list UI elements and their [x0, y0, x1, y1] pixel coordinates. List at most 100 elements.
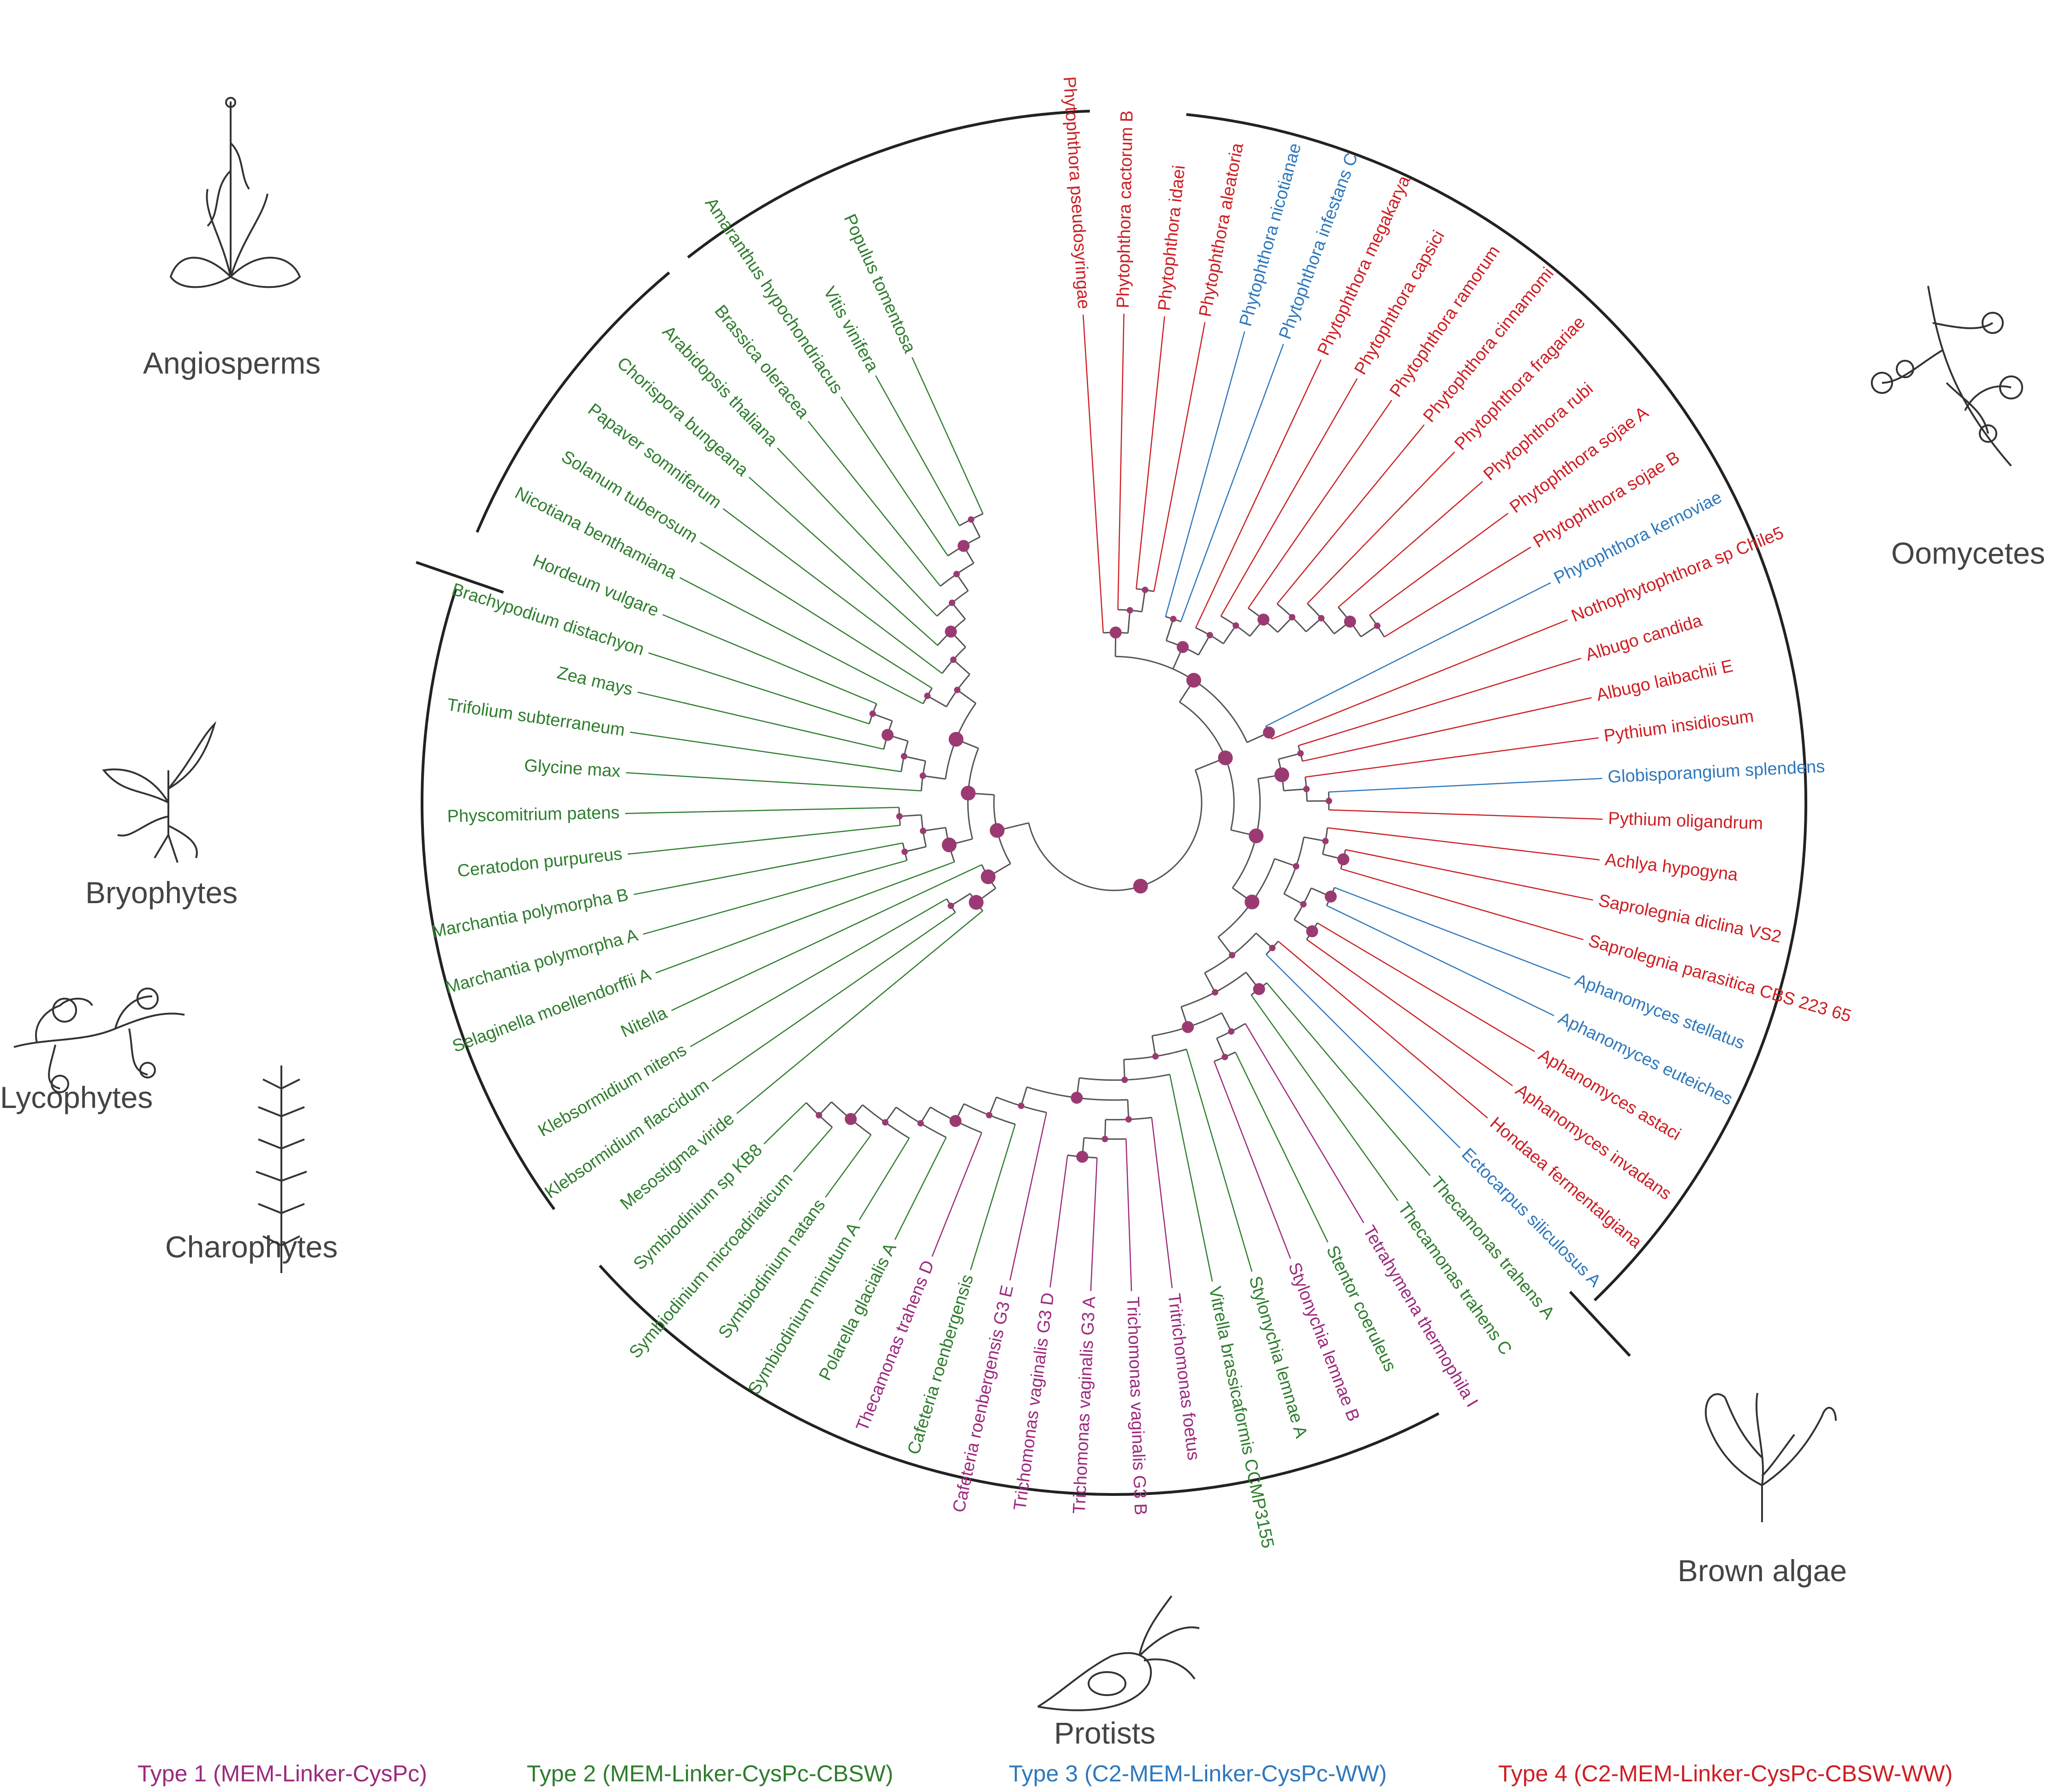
support-node	[816, 1112, 822, 1119]
flagellate-protist-icon	[1037, 1595, 1200, 1711]
leaf-branch	[1328, 809, 1603, 820]
leaf-label: Trichomonas vaginalis G3 A	[1070, 1296, 1099, 1514]
support-node	[1374, 622, 1381, 629]
support-node	[882, 1119, 889, 1126]
leaf-branch	[1136, 316, 1166, 589]
group-label-protists: Protists	[1054, 1716, 1155, 1750]
flowering-plant-icon	[169, 97, 301, 288]
clade-separator	[416, 561, 504, 594]
leaf-label: Phytophthora cactorum B	[1113, 110, 1137, 309]
leaf-branch	[1298, 657, 1582, 746]
support-node	[1177, 641, 1189, 653]
charophyte-alga-icon	[256, 1066, 307, 1273]
leaf-label: Saprolegnia diclina VS2	[1597, 891, 1783, 947]
support-node	[1101, 1136, 1108, 1143]
leaf-label: Tritrichomonas foetus	[1164, 1292, 1203, 1461]
tree-branches	[625, 314, 1603, 1292]
leaf-branch	[1334, 887, 1571, 979]
branch-segment	[1020, 1087, 1028, 1106]
legend-type-4: Type 4 (C2-MEM-Linker-CysPc-CBSW-WW)	[1498, 1761, 1953, 1786]
branch-segment	[1165, 619, 1174, 641]
support-node	[1232, 622, 1239, 629]
leaf-branch	[1384, 547, 1531, 637]
support-node	[941, 837, 957, 852]
leaf-branch	[1278, 941, 1488, 1119]
support-node	[1263, 726, 1275, 738]
leaf-branch	[671, 864, 982, 1011]
support-node	[1121, 1077, 1128, 1084]
branch-segment	[1256, 932, 1273, 949]
leaf-branch	[825, 1134, 872, 1198]
leaf-label: Phytophthora fragariae	[1451, 313, 1589, 454]
leaf-branch	[690, 898, 947, 1048]
leaf-label: Nitella	[618, 1003, 670, 1042]
leaf-label: Pythium oligandrum	[1608, 809, 1763, 833]
leaf-branch	[1327, 827, 1600, 861]
leaf-branch	[748, 476, 938, 646]
leaf-label: Thecamonas trahens C	[1394, 1199, 1516, 1358]
leaf-branch	[1125, 1139, 1132, 1292]
branch-segment	[956, 573, 969, 591]
support-node	[969, 895, 984, 910]
leaf-label: Achlya hypogyna	[1604, 850, 1739, 885]
leaf-branch	[1195, 359, 1322, 628]
support-node	[1170, 615, 1177, 622]
leaf-branch	[858, 1137, 910, 1220]
support-node	[1125, 1116, 1132, 1123]
leaf-label: Symbiodinium natans	[714, 1196, 829, 1342]
leaf-label: Ceratodon purpureus	[456, 844, 623, 881]
branch-segment	[927, 695, 947, 708]
support-node	[1274, 767, 1289, 782]
support-node	[1109, 626, 1122, 639]
leaf-branch	[911, 357, 984, 514]
support-node	[1325, 890, 1337, 903]
leaf-label: Phytophthora idaei	[1155, 164, 1189, 312]
branch-segment	[970, 519, 981, 537]
branch-segment	[1305, 618, 1322, 632]
leaf-branch	[1305, 737, 1599, 778]
branch-segment	[872, 713, 893, 722]
leaf-branch	[1276, 424, 1425, 604]
support-node	[1182, 1021, 1194, 1033]
support-node	[1297, 750, 1304, 757]
support-node	[1326, 798, 1332, 804]
leaf-branch	[736, 910, 983, 1114]
leaf-label: Chorispora bungeana	[613, 353, 752, 480]
support-node	[901, 848, 908, 855]
legend-type-1: Type 1 (MEM-Linker-CysPc)	[137, 1761, 427, 1786]
support-node	[1218, 750, 1233, 766]
support-node	[1253, 983, 1265, 995]
support-node	[958, 540, 970, 552]
branch-segment	[1141, 589, 1146, 612]
leaf-branch	[1186, 1049, 1253, 1272]
leaf-branch	[894, 1137, 947, 1240]
leaf-label: Symbiodinium minutum A	[744, 1219, 864, 1398]
moss-icon	[102, 721, 217, 863]
support-node	[900, 753, 907, 760]
leaf-label: Pythium insidiosum	[1603, 707, 1755, 746]
support-node	[917, 1120, 924, 1127]
support-node	[1322, 838, 1329, 845]
branch-segment	[904, 756, 926, 762]
clubmoss-icon	[13, 988, 185, 1093]
support-node	[920, 828, 927, 834]
leaf-branch	[763, 1102, 807, 1144]
leaf-branch	[931, 1132, 982, 1257]
leaf-branch	[875, 375, 960, 526]
leaf-branch	[1328, 778, 1602, 793]
support-node	[968, 516, 975, 523]
group-label-charophytes: Charophytes	[165, 1230, 338, 1264]
leaf-branch	[1244, 1023, 1364, 1223]
support-node	[954, 686, 961, 693]
leaf-branch	[1345, 849, 1593, 901]
branch-segment	[1127, 1100, 1130, 1119]
branch-segment	[1204, 972, 1216, 993]
leaf-branch	[1302, 697, 1592, 762]
clade-arcs	[416, 109, 1807, 1496]
branch-segment	[950, 893, 971, 906]
support-node	[1229, 952, 1236, 959]
branch-segment	[1216, 1038, 1226, 1058]
branch-segment	[1283, 893, 1304, 905]
leaf-label: Thecamonas trahens A	[1427, 1173, 1558, 1323]
leaf-branch	[1082, 315, 1104, 633]
